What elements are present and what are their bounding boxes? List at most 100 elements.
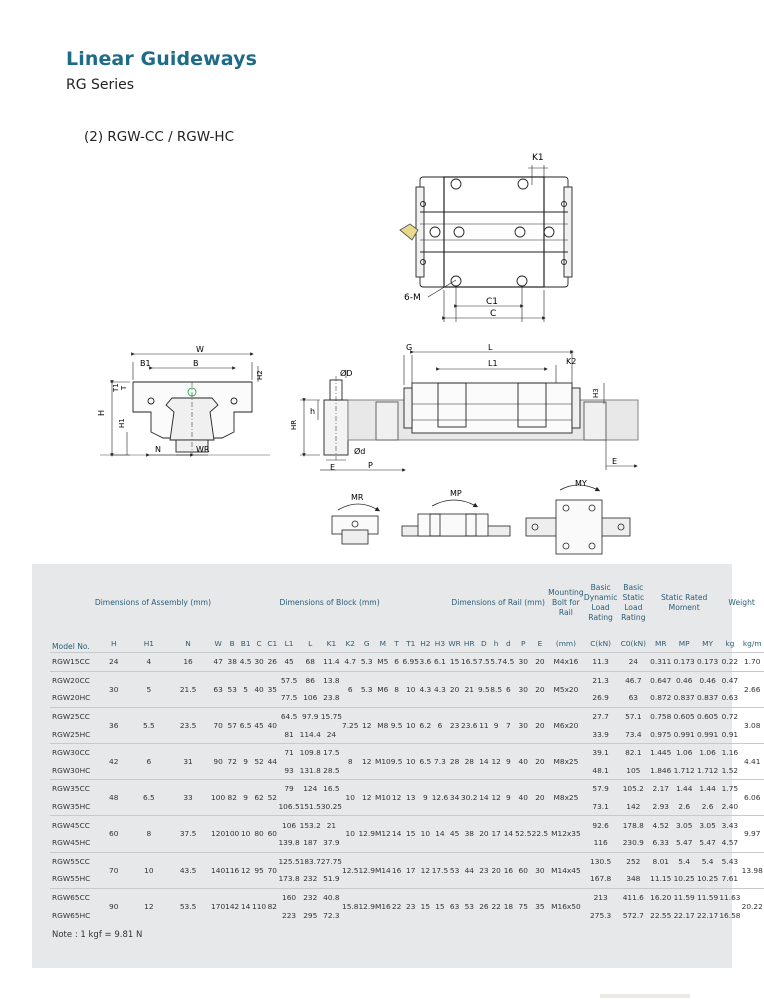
cell-m: M6 (374, 670, 391, 708)
cell-l: 151.5 (299, 802, 321, 812)
cell-h: 5.7 (490, 652, 503, 672)
label-c1: C1 (486, 297, 498, 307)
cell-h2: 15 (418, 887, 432, 924)
cell-cd: 130.5 (583, 851, 618, 871)
cell-b1: 6.5 (239, 706, 253, 744)
cell-h3: 6.1 (431, 652, 449, 672)
cell-t: 9.5 (390, 742, 403, 780)
model-cell: RGW20CC (50, 670, 95, 690)
cell-k1: 40.8 (320, 887, 342, 907)
header-dynamic: Basic Dynamic Load Rating (583, 583, 618, 622)
cell-mp: 0.837 (673, 693, 695, 703)
cell-l1: 139.8 (278, 838, 300, 848)
cell-k2: 15.8 (342, 887, 359, 924)
subheader-m: M (379, 638, 387, 648)
cell-t1: 10 (402, 742, 419, 780)
cell-rail: 4.41 (740, 742, 764, 780)
cell-k1: 16.5 (320, 779, 342, 798)
cell-l1: 106 (278, 815, 300, 834)
cell-w: 140 (211, 851, 226, 889)
cell-cd: 57.9 (583, 779, 618, 798)
model-cell: RGW35HC (52, 802, 91, 812)
cell-p: 30 (514, 670, 532, 708)
cell-h2: 6.5 (418, 742, 432, 780)
cell-d: 9 (502, 779, 515, 816)
cell-b: 100 (225, 815, 240, 853)
page-title: Linear Guideways (66, 48, 258, 70)
cell-blk: 0.91 (721, 729, 739, 739)
cell-k1: 13.8 (320, 670, 342, 690)
cell-e: 20 (531, 706, 549, 744)
cell-h1: 12 (132, 887, 166, 924)
subheader-d: D (481, 638, 487, 648)
cell-n: 33 (165, 779, 212, 816)
cell-h: 8.5 (490, 670, 503, 708)
cell-l1: 57.5 (278, 670, 300, 690)
cell-wr: 28 (448, 742, 462, 780)
subheader-n: N (185, 638, 191, 648)
label-h2: H2 (256, 370, 264, 380)
cell-bolt: M12x35 (548, 815, 584, 853)
cell-g: 12 (358, 779, 375, 816)
cell-rail: 2.66 (740, 670, 764, 708)
cell-w: 70 (211, 706, 226, 744)
cell-blk: 3.43 (719, 815, 741, 834)
cell-d: 4.5 (502, 652, 515, 672)
label-n: N (155, 445, 161, 454)
label-t1: T1 (112, 383, 120, 393)
cell-cd: 33.9 (592, 729, 609, 739)
cell-h1: 5.5 (132, 706, 166, 744)
footer-decoration (600, 994, 690, 998)
cell-b1: 14 (239, 887, 253, 924)
cell-t: 12 (390, 779, 403, 816)
model-cell: RGW65CC (50, 887, 95, 907)
cell-h: 48 (94, 779, 133, 816)
cell-mr: 1.846 (650, 765, 672, 775)
model-cell: RGW25HC (52, 729, 91, 739)
cell-g: 12 (358, 706, 375, 744)
cell-h2: 12 (418, 851, 432, 889)
cell-t: 22 (390, 887, 403, 924)
cell-rail: 3.08 (740, 706, 764, 744)
cell-c0: 178.8 (617, 815, 650, 834)
cell-p: 40 (514, 779, 532, 816)
cell-b: 57 (225, 706, 240, 744)
cell-my: 11.59 (695, 887, 720, 907)
cell-h3: 4.3 (431, 670, 449, 708)
cell-d: 16 (502, 851, 515, 889)
specifications-table: Model No. Dimensions of Assembly (mm) Di… (50, 572, 764, 924)
cell-hr: 21 (461, 670, 478, 708)
cell-mr: 0.872 (650, 693, 672, 703)
cell-mp: 0.605 (672, 706, 696, 726)
label-h: H (97, 410, 106, 416)
cell-t1: 10 (402, 706, 419, 744)
model-cell: RGW30CC (50, 742, 95, 762)
cell-my: 1.44 (695, 779, 720, 798)
cell-d: 14 (477, 779, 491, 816)
cell-k2: 10 (342, 815, 359, 853)
cell-d: 20 (477, 815, 491, 853)
cell-e: 20 (531, 652, 549, 672)
cell-b1: 5 (239, 670, 253, 708)
cell-mp: 0.991 (673, 729, 695, 739)
cell-c0: 57.1 (617, 706, 650, 726)
cell-g: 5.3 (358, 670, 375, 708)
cell-l: 183.7 (299, 851, 321, 871)
cell-my: 1.06 (695, 742, 720, 762)
cell-my: 5.47 (699, 838, 716, 848)
cell-k2: 12.5 (342, 851, 359, 889)
cell-l: 124 (299, 779, 321, 798)
cell-d: 6 (502, 670, 515, 708)
cell-p: 75 (514, 887, 532, 924)
cell-k1: 21 (320, 815, 342, 834)
cell-p: 30 (514, 652, 532, 672)
cell-blk: 5.43 (719, 851, 741, 871)
cell-k1: 37.9 (323, 838, 340, 848)
cell-m: M14 (374, 851, 391, 889)
cell-k1: 72.3 (323, 910, 340, 920)
